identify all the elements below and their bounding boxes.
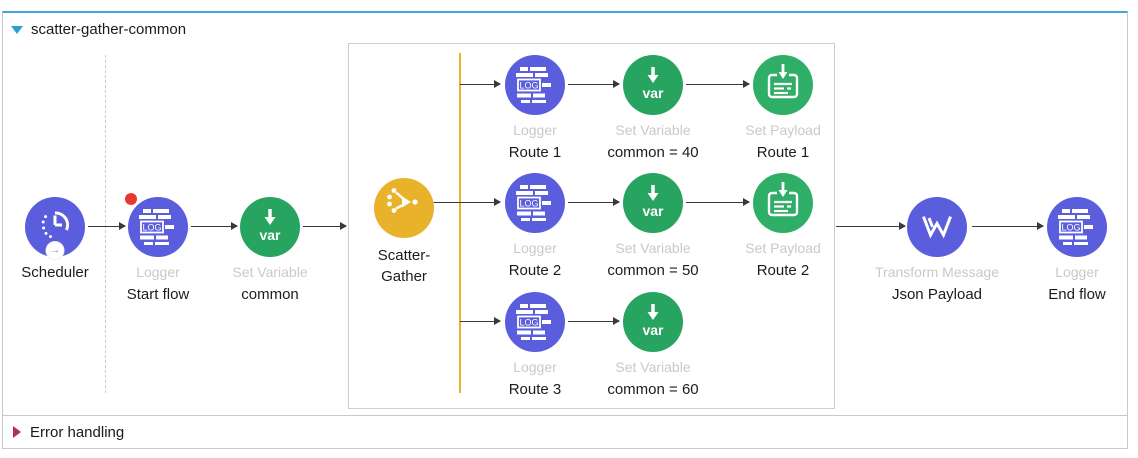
scatter-gather-icon[interactable]	[374, 178, 434, 238]
svg-text:LOG: LOG	[519, 318, 538, 328]
node-route2-logger[interactable]: LOG Logger Route 2	[465, 173, 605, 279]
node-name-label: Scatter-Gather	[377, 247, 431, 285]
node-name-label: common = 40	[607, 144, 699, 161]
node-type-label: Set Variable	[232, 264, 308, 280]
logger-icon[interactable]: LOG	[505, 55, 565, 115]
set-variable-icon[interactable]: var	[240, 197, 300, 257]
node-type-label: Logger	[513, 122, 557, 138]
set-variable-icon[interactable]: var	[623, 173, 683, 233]
node-route1-set-variable[interactable]: var Set Variable common = 40	[583, 55, 723, 161]
node-scheduler[interactable]: → Scheduler	[0, 197, 125, 281]
node-route3-set-variable[interactable]: var Set Variable common = 60	[583, 292, 723, 398]
node-name-label: End flow	[1048, 286, 1106, 303]
transform-message-icon[interactable]	[907, 197, 967, 257]
node-name-label: Scheduler	[21, 264, 89, 281]
node-type-label: Set Variable	[615, 240, 691, 256]
node-name-label: Route 2	[756, 262, 810, 279]
connector-route3-logger-setvar	[568, 317, 620, 326]
svg-text:LOG: LOG	[519, 81, 538, 91]
logger-icon[interactable]: LOG	[505, 292, 565, 352]
flow-trigger-icon: →	[46, 242, 64, 259]
set-variable-icon[interactable]: var	[623, 55, 683, 115]
connector-logger-setvariable	[191, 222, 238, 231]
node-type-label: Transform Message	[875, 264, 999, 280]
node-route2-set-payload[interactable]: Set Payload Route 2	[713, 173, 853, 279]
scatter-gather-route-splitter	[459, 53, 461, 393]
node-name-label: Route 3	[508, 381, 562, 398]
node-name-label: Start flow	[126, 286, 190, 303]
trigger-boundary-divider	[105, 55, 106, 393]
node-type-label: Set Payload	[745, 122, 821, 138]
node-name-label: common = 60	[607, 381, 699, 398]
connector-route2-branch	[460, 198, 501, 207]
svg-text:var: var	[642, 203, 664, 219]
connector-route2-logger-setvar	[568, 198, 620, 207]
node-type-label: Set Payload	[745, 240, 821, 256]
node-name-label: Json Payload	[891, 286, 983, 303]
node-type-label: Set Variable	[615, 359, 691, 375]
svg-text:LOG: LOG	[519, 199, 538, 209]
scheduler-icon[interactable]: →	[25, 197, 85, 259]
breakpoint-marker[interactable]	[125, 193, 137, 205]
node-name-label: Route 1	[508, 144, 562, 161]
set-variable-icon[interactable]: var	[623, 292, 683, 352]
node-logger-end[interactable]: LOG Logger End flow	[1007, 197, 1138, 303]
connector-scattergather-splitter	[433, 202, 460, 203]
connector-route2-setvar-setpayload	[686, 198, 750, 207]
svg-text:var: var	[642, 322, 664, 338]
connector-route1-setvar-setpayload	[686, 80, 750, 89]
set-payload-icon[interactable]	[753, 55, 813, 115]
node-type-label: Logger	[513, 240, 557, 256]
collapse-flow-icon[interactable]	[11, 25, 23, 34]
node-scatter-gather[interactable]: Scatter-Gather	[334, 178, 474, 287]
logger-icon[interactable]: LOG	[505, 173, 565, 233]
connector-setvariable-scattergather	[303, 222, 347, 231]
logger-icon[interactable]: LOG	[128, 197, 188, 257]
node-logger-start[interactable]: LOG Logger Start flow	[88, 197, 228, 303]
node-set-variable-common[interactable]: var Set Variable common	[200, 197, 340, 303]
node-name-label: common = 50	[607, 262, 699, 279]
expand-error-handling-icon[interactable]	[13, 426, 21, 438]
node-type-label: Set Variable	[615, 122, 691, 138]
error-handling-section[interactable]: Error handling	[3, 415, 1127, 448]
error-handling-label: Error handling	[30, 423, 125, 441]
node-name-label: Route 2	[508, 262, 562, 279]
connector-scattergather-transform	[836, 222, 906, 231]
node-transform-message[interactable]: Transform Message Json Payload	[867, 197, 1007, 303]
connector-route1-logger-setvar	[568, 80, 620, 89]
svg-text:LOG: LOG	[1061, 223, 1080, 233]
set-payload-icon[interactable]	[753, 173, 813, 233]
svg-text:LOG: LOG	[142, 223, 161, 233]
node-name-label: Route 1	[756, 144, 810, 161]
connector-transform-logger	[972, 222, 1044, 231]
svg-text:var: var	[259, 227, 281, 243]
node-route1-set-payload[interactable]: Set Payload Route 1	[713, 55, 853, 161]
svg-text:var: var	[642, 85, 664, 101]
node-route2-set-variable[interactable]: var Set Variable common = 50	[583, 173, 723, 279]
logger-icon[interactable]: LOG	[1047, 197, 1107, 257]
node-name-label: common	[241, 286, 299, 303]
node-type-label: Logger	[513, 359, 557, 375]
node-route1-logger[interactable]: LOG Logger Route 1	[465, 55, 605, 161]
connector-route3-branch	[460, 317, 501, 326]
node-type-label: Logger	[136, 264, 180, 280]
scatter-gather-scope-box[interactable]	[348, 43, 835, 409]
node-type-label: Logger	[1055, 264, 1099, 280]
connector-scheduler-logger	[88, 222, 126, 231]
flow-header[interactable]: scatter-gather-common	[11, 21, 186, 38]
flow-title: scatter-gather-common	[31, 21, 187, 38]
node-route3-logger[interactable]: LOG Logger Route 3	[465, 292, 605, 398]
connector-route1-branch	[460, 80, 501, 89]
